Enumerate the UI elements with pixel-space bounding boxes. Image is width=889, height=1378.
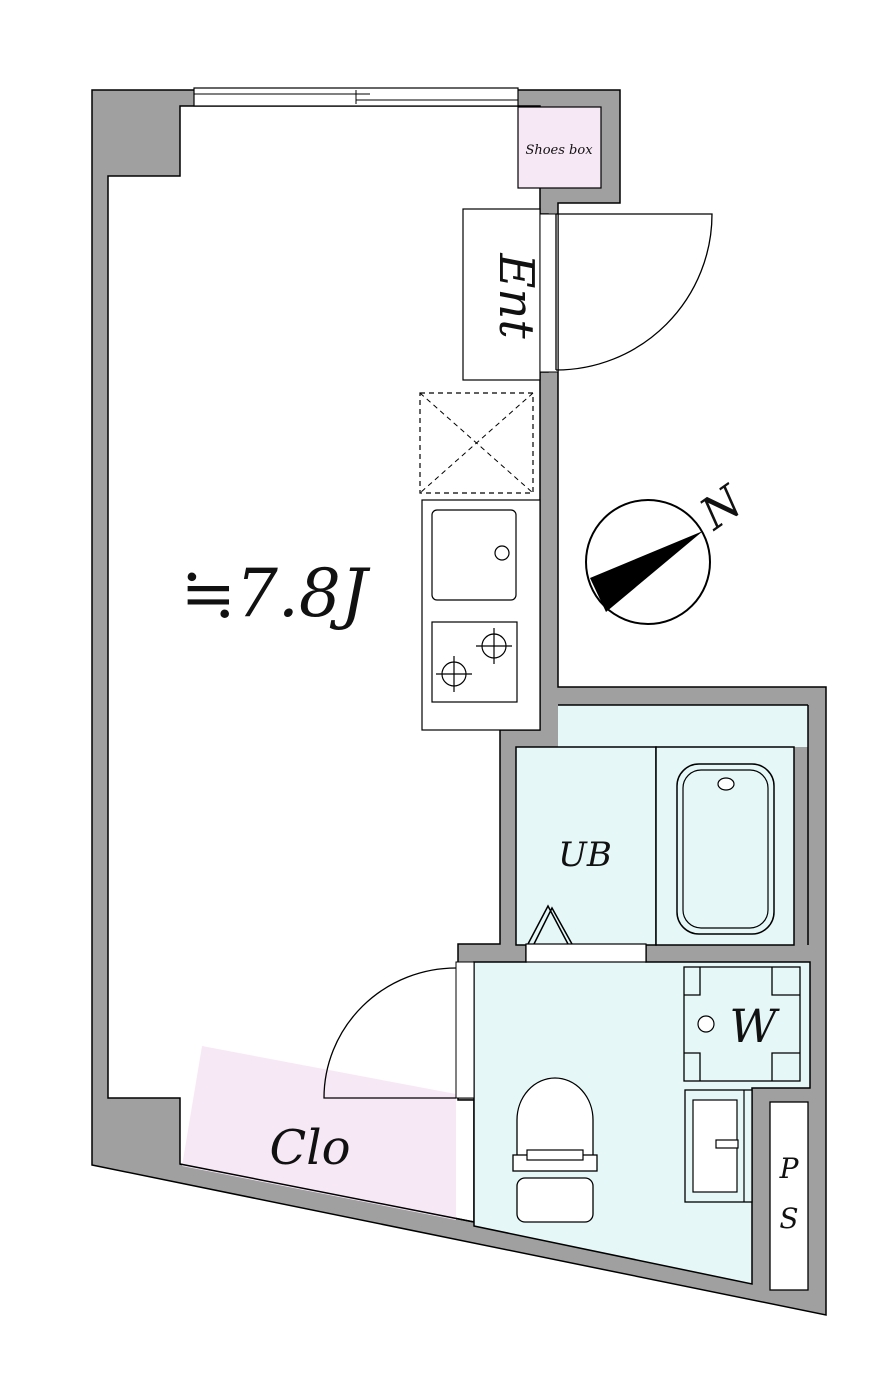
washer-label: W — [729, 999, 780, 1053]
stove — [431, 621, 518, 703]
shoes-box-label: Shoes box — [525, 143, 593, 158]
entrance-label: Ent — [488, 252, 544, 339]
bath-folding-door — [527, 904, 573, 945]
toilet-tank — [516, 1177, 594, 1223]
kitchen-counter — [421, 499, 541, 731]
shoes-box: Shoes box — [517, 106, 602, 189]
pipe-space: P S — [769, 1101, 809, 1291]
compass-needle — [590, 531, 703, 612]
unit-bath: UB — [515, 746, 795, 963]
entrance-door-swing — [555, 213, 713, 371]
fridge-space — [419, 392, 534, 494]
closet-label: Clo — [270, 1120, 351, 1176]
window — [193, 87, 519, 107]
unit-bath-label: UB — [558, 835, 612, 875]
closet — [182, 1046, 456, 1220]
toilet — [512, 1077, 598, 1223]
wash-basin — [684, 1089, 753, 1203]
burner-left — [436, 656, 472, 692]
room-size-label: ≒7.8J — [181, 555, 371, 632]
sink — [431, 509, 517, 601]
pipe-space-label-bottom: S — [779, 1202, 798, 1235]
toilet-bowl — [516, 1077, 594, 1158]
washer-drain — [697, 1015, 715, 1033]
pipe-space-label-top: P — [779, 1152, 800, 1185]
washer-space: W — [683, 966, 801, 1082]
unit-bath-floor — [558, 705, 808, 747]
toilet-door-swing — [323, 967, 457, 1099]
bathtub — [676, 763, 775, 935]
entrance: Ent — [462, 208, 713, 381]
bathtub-drain — [717, 777, 735, 791]
sink-drain — [494, 545, 510, 561]
burner-right — [476, 628, 512, 664]
compass: N — [585, 475, 753, 625]
